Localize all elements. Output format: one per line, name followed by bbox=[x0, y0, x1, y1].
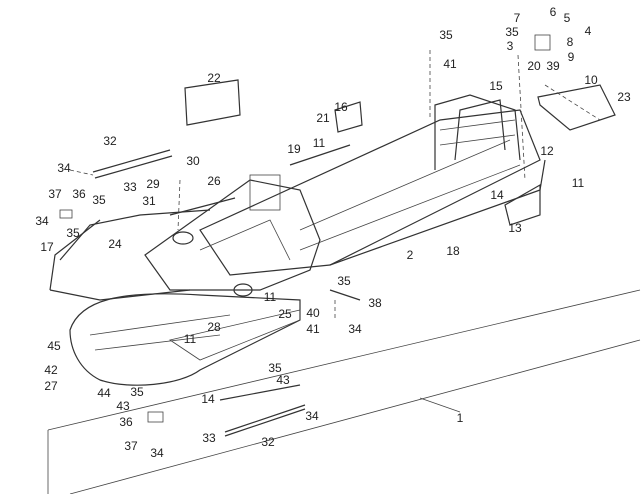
callout-label: 34 bbox=[348, 322, 362, 336]
callout-label: 16 bbox=[334, 100, 348, 114]
callout-label: 35 bbox=[439, 28, 453, 42]
callout-label: 22 bbox=[207, 71, 221, 85]
callout-label: 34 bbox=[305, 409, 319, 423]
callout-label: 25 bbox=[278, 307, 292, 321]
callout-label: 35 bbox=[66, 226, 80, 240]
callout-label: 26 bbox=[207, 174, 221, 188]
callout-label: 35 bbox=[505, 25, 519, 39]
callout-label: 28 bbox=[207, 320, 221, 334]
callout-label: 37 bbox=[124, 439, 138, 453]
callout-label: 9 bbox=[567, 50, 575, 64]
callout-label: 11 bbox=[263, 290, 277, 304]
callout-label: 10 bbox=[584, 73, 598, 87]
callout-label: 19 bbox=[287, 142, 301, 156]
callout-label: 1 bbox=[456, 411, 464, 425]
parts bbox=[59, 34, 616, 437]
callout-label: 21 bbox=[316, 111, 330, 125]
callout-label: 35 bbox=[92, 193, 106, 207]
callout-label: 44 bbox=[97, 386, 111, 400]
base-plane bbox=[47, 289, 641, 494]
callout-label: 37 bbox=[48, 187, 62, 201]
callout-label: 35 bbox=[130, 385, 144, 399]
callout-label: 17 bbox=[40, 240, 54, 254]
callout-label: 11 bbox=[312, 136, 326, 150]
callout-label: 36 bbox=[119, 415, 133, 429]
callout-label: 24 bbox=[108, 237, 122, 251]
callout-label: 32 bbox=[103, 134, 117, 148]
callout-label: 20 bbox=[527, 59, 541, 73]
callout-label: 32 bbox=[261, 435, 275, 449]
callout-label: 33 bbox=[123, 180, 137, 194]
belly-pan bbox=[69, 293, 301, 386]
callout-label: 39 bbox=[546, 59, 560, 73]
callout-label: 43 bbox=[276, 373, 290, 387]
front-chassis bbox=[144, 174, 321, 297]
callout-label: 14 bbox=[490, 188, 504, 202]
callout-label: 36 bbox=[72, 187, 86, 201]
callout-label: 12 bbox=[540, 144, 554, 158]
callout-label: 3 bbox=[506, 39, 514, 53]
callout-label: 31 bbox=[142, 194, 156, 208]
callout-label: 41 bbox=[443, 57, 457, 71]
callout-label: 34 bbox=[35, 214, 49, 228]
callout-label: 30 bbox=[186, 154, 200, 168]
callout-label: 34 bbox=[150, 446, 164, 460]
callout-label: 23 bbox=[617, 90, 631, 104]
callout-label: 6 bbox=[549, 5, 557, 19]
callout-label: 34 bbox=[57, 161, 71, 175]
callout-label: 35 bbox=[268, 361, 282, 375]
callout-label: 45 bbox=[47, 339, 61, 353]
callout-label: 11 bbox=[571, 176, 585, 190]
callout-label: 11 bbox=[183, 332, 197, 346]
callout-label: 42 bbox=[44, 363, 58, 377]
callout-label: 29 bbox=[146, 177, 160, 191]
callout-label: 33 bbox=[202, 431, 216, 445]
callout-label: 5 bbox=[563, 11, 571, 25]
callout-label: 43 bbox=[116, 399, 130, 413]
callout-label: 18 bbox=[446, 244, 460, 258]
callout-label: 7 bbox=[513, 11, 521, 25]
callout-label: 8 bbox=[566, 35, 574, 49]
callout-label: 14 bbox=[201, 392, 215, 406]
callout-label: 35 bbox=[337, 274, 351, 288]
bumper bbox=[49, 209, 211, 301]
leader-lines bbox=[69, 50, 601, 413]
callout-label: 4 bbox=[584, 24, 592, 38]
callout-label: 27 bbox=[44, 379, 58, 393]
callout-label: 38 bbox=[368, 296, 382, 310]
callout-label: 15 bbox=[489, 79, 503, 93]
callout-label: 41 bbox=[306, 322, 320, 336]
callout-label: 40 bbox=[306, 306, 320, 320]
callout-label: 13 bbox=[508, 221, 522, 235]
rear-rack bbox=[434, 94, 521, 170]
callout-label: 2 bbox=[406, 248, 414, 262]
